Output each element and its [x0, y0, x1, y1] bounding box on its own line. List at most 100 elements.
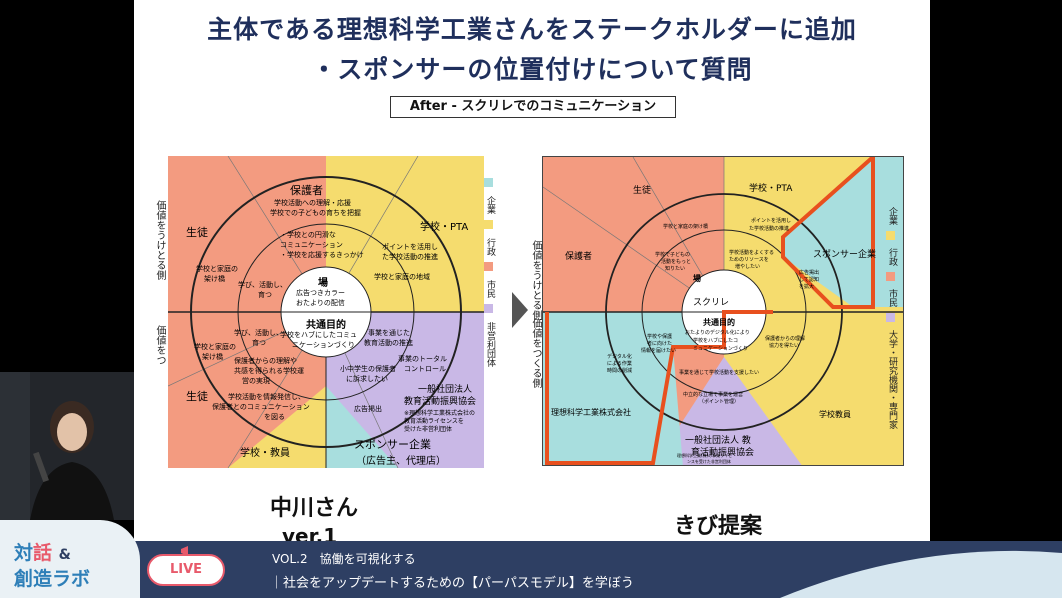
left-label-ippan2: 教育活動振興協会 — [404, 397, 477, 407]
right-ring-r4: 学校で子どもの — [655, 252, 691, 258]
left-ring-h2: 共感を得られる学校運 — [234, 367, 304, 375]
right-label-seito: 生徒 — [633, 186, 652, 196]
right-ring-r1: 学校と家庭の架け橋 — [663, 224, 709, 230]
right-label-school-pta: 学校・PTA — [749, 184, 793, 194]
left-center-bottom: 共通目的 — [306, 320, 346, 331]
left-ring-b3: ・学校を応援するきっかけ — [280, 251, 364, 259]
right-ring-r21: 学校や保護 — [647, 334, 673, 340]
right-label-sponsor: スポンサー企業 — [813, 250, 877, 260]
left-legend-citizen: 市民 — [485, 280, 495, 298]
left-ring-h5: 保護者とのコミュニケーション — [212, 403, 310, 411]
presenter-video-icon — [0, 372, 134, 520]
right-center-sub1: おたよりのデジタル化により — [685, 330, 750, 336]
right-ring-r23: 情報を届けたい — [641, 348, 677, 354]
right-ring-r3: た学校活動の推進 — [749, 226, 790, 232]
megaphone-icon — [180, 542, 194, 556]
left-label-hogosha: 保護者 — [290, 184, 323, 197]
left-ring-g2: に訴求したい — [346, 375, 388, 383]
logo-char-2: 話 — [33, 542, 53, 564]
left-ring-d4: 育つ — [258, 291, 272, 299]
right-ring-r14: 協力を得たい — [769, 343, 800, 349]
right-label-riso: 理想科学工業株式会社 — [551, 408, 631, 417]
left-legend-gov: 行政 — [485, 238, 495, 256]
logo-panel: 対話 & 創造ラボ — [0, 520, 140, 598]
right-ring-r13: 保護者からの理解 — [765, 336, 806, 342]
right-ippan-note1: 理想科学工業(株)の事業ライセ — [677, 453, 733, 458]
presenter-video — [0, 372, 134, 520]
right-ring-r16: による作業 — [607, 361, 632, 367]
left-legend-npo: 非営利団体 — [485, 322, 495, 367]
left-ring-d3: 学び、活動し、 — [238, 281, 287, 289]
left-label-ippan-note3: 受けた非営利団体 — [404, 426, 453, 433]
right-center-bottom: 共通目的 — [703, 318, 735, 327]
left-ring-f2: 教育活動の推進 — [364, 339, 413, 347]
left-center-bottom-sub: 学校をハブにしたコミュ — [280, 331, 357, 339]
logo-char-1: 対 — [14, 542, 34, 564]
right-legend: 企業 行政 市民 大学・研究機関・専門家 — [886, 190, 899, 429]
left-ring-d2: 架け橋 — [204, 275, 225, 283]
left-label-seito-top: 生徒 — [186, 226, 208, 239]
right-center-main: スクリレ — [693, 298, 730, 308]
live-badge: LIVE — [147, 554, 225, 586]
right-center-sub3: ミュニケーションづくり — [693, 346, 748, 352]
right-ring-r5: 活動をもっと — [661, 259, 692, 265]
purpose-model-left: 保護者 生徒 学校・PTA 生徒 学校・教員 スポンサー企業 （広告主、代理店）… — [168, 156, 484, 468]
left-ring-e3: 学校と家庭の — [194, 343, 236, 351]
left-ring-a2: 学校での子どもの育ちを把握 — [270, 209, 361, 217]
left-label-ippan-note2: 教育活動ライセンスを — [404, 418, 464, 425]
left-ring-d1: 学校と家庭の — [196, 265, 238, 273]
right-side-upper: 価値をうけとる側 — [530, 240, 541, 320]
arrow-right-icon — [512, 292, 528, 328]
right-ring-r20: （ポイント管理） — [699, 399, 740, 405]
right-legend-academia: 大学・研究機関・専門家 — [887, 330, 897, 429]
right-ring-r18: 事業を通じて学校活動を支援したい — [679, 370, 760, 376]
left-center-bottom-sub2: ニケーションづくり — [292, 341, 355, 349]
right-legend-citizen: 市民 — [887, 289, 897, 307]
left-ring-h4: 学校活動を情報発信し、 — [228, 393, 305, 401]
right-center-top: 場 — [693, 274, 701, 283]
slide-title-line1: 主体である理想科学工業さんをステークホルダーに追加 — [207, 15, 857, 44]
right-ring-r6: 知りたい — [665, 266, 686, 272]
right-side-lower: 価値をつくる側 — [530, 318, 541, 388]
left-ring-e2: 育つ — [252, 339, 266, 347]
left-side-upper: 価値をうけとる側 — [154, 200, 165, 280]
left-ring-h3: 営の実現 — [242, 377, 270, 385]
presentation-slide: 主体である理想科学工業さんをステークホルダーに追加 ・スポンサーの位置付けについ… — [134, 0, 930, 545]
left-label-school-teacher: 学校・教員 — [240, 448, 290, 459]
right-label-teacher: 学校教員 — [819, 410, 851, 419]
purpose-model-right: 生徒 学校・PTA 保護者 スポンサー企業 理想科学工業株式会社 学校教員 一般… — [542, 156, 904, 466]
right-ring-r11: して認知 — [799, 277, 819, 283]
logo-line1: 対話 & — [14, 538, 71, 565]
left-ring-e1: 学び、活動し、 — [234, 329, 283, 337]
left-ring-f1: 事業を通じた — [368, 329, 410, 337]
left-label-seito-bottom: 生徒 — [186, 390, 208, 403]
left-ring-c1: ポイントを活用し — [382, 243, 438, 251]
left-ring-b2: コミュニケーション — [280, 241, 343, 249]
left-legend: 企業 行政 市民 非営利団体 — [484, 178, 497, 367]
right-legend-corp: 企業 — [887, 207, 897, 225]
slide-subtitle: After - スクリレでのコミュニケーション — [390, 96, 676, 118]
legend-corp-swatch — [484, 178, 493, 187]
episode-title: VOL.2 協働を可視化する — [272, 552, 416, 566]
right-ippan-note2: ンスを受けた非営利団体 — [687, 459, 731, 464]
left-label-ippan-note: ※理想科学工業株式会社の — [404, 410, 476, 417]
left-ring-c3: 学校と家庭の地域 — [374, 273, 430, 281]
left-label-sponsor-sub: （広告主、代理店） — [356, 456, 446, 467]
right-ring-r2: ポイントを活用し — [751, 218, 792, 224]
left-ring-a1: 学校活動への理解・応援 — [274, 199, 351, 207]
episode-subtitle: ｜社会をアップデートするための【パーパスモデル】を学ぼう — [270, 576, 634, 591]
caption-left-line1: 中川さん — [270, 496, 359, 521]
caption-left-line2: ver.1 — [282, 524, 338, 545]
right-ring-r22: 者に向けた — [647, 341, 673, 347]
left-legend-corp: 企業 — [485, 196, 495, 214]
banner-decoration — [780, 541, 1062, 598]
right-ring-r19: 中立的な立場で事業を運営 — [683, 392, 744, 398]
right-label-ippan2: 育活動振興協会 — [691, 448, 755, 458]
slide-title-line2: ・スポンサーの位置付けについて質問 — [311, 55, 753, 84]
right-ring-r7: 学校活動をよくする — [729, 250, 775, 256]
right-legend-gov: 行政 — [887, 248, 897, 266]
right-ring-r12: を拡大 — [799, 284, 815, 290]
caption-right: きび提案 — [674, 514, 763, 539]
left-center-sub2: おたよりの配信 — [296, 299, 345, 307]
right-ring-r15: デジタル化 — [607, 354, 632, 360]
